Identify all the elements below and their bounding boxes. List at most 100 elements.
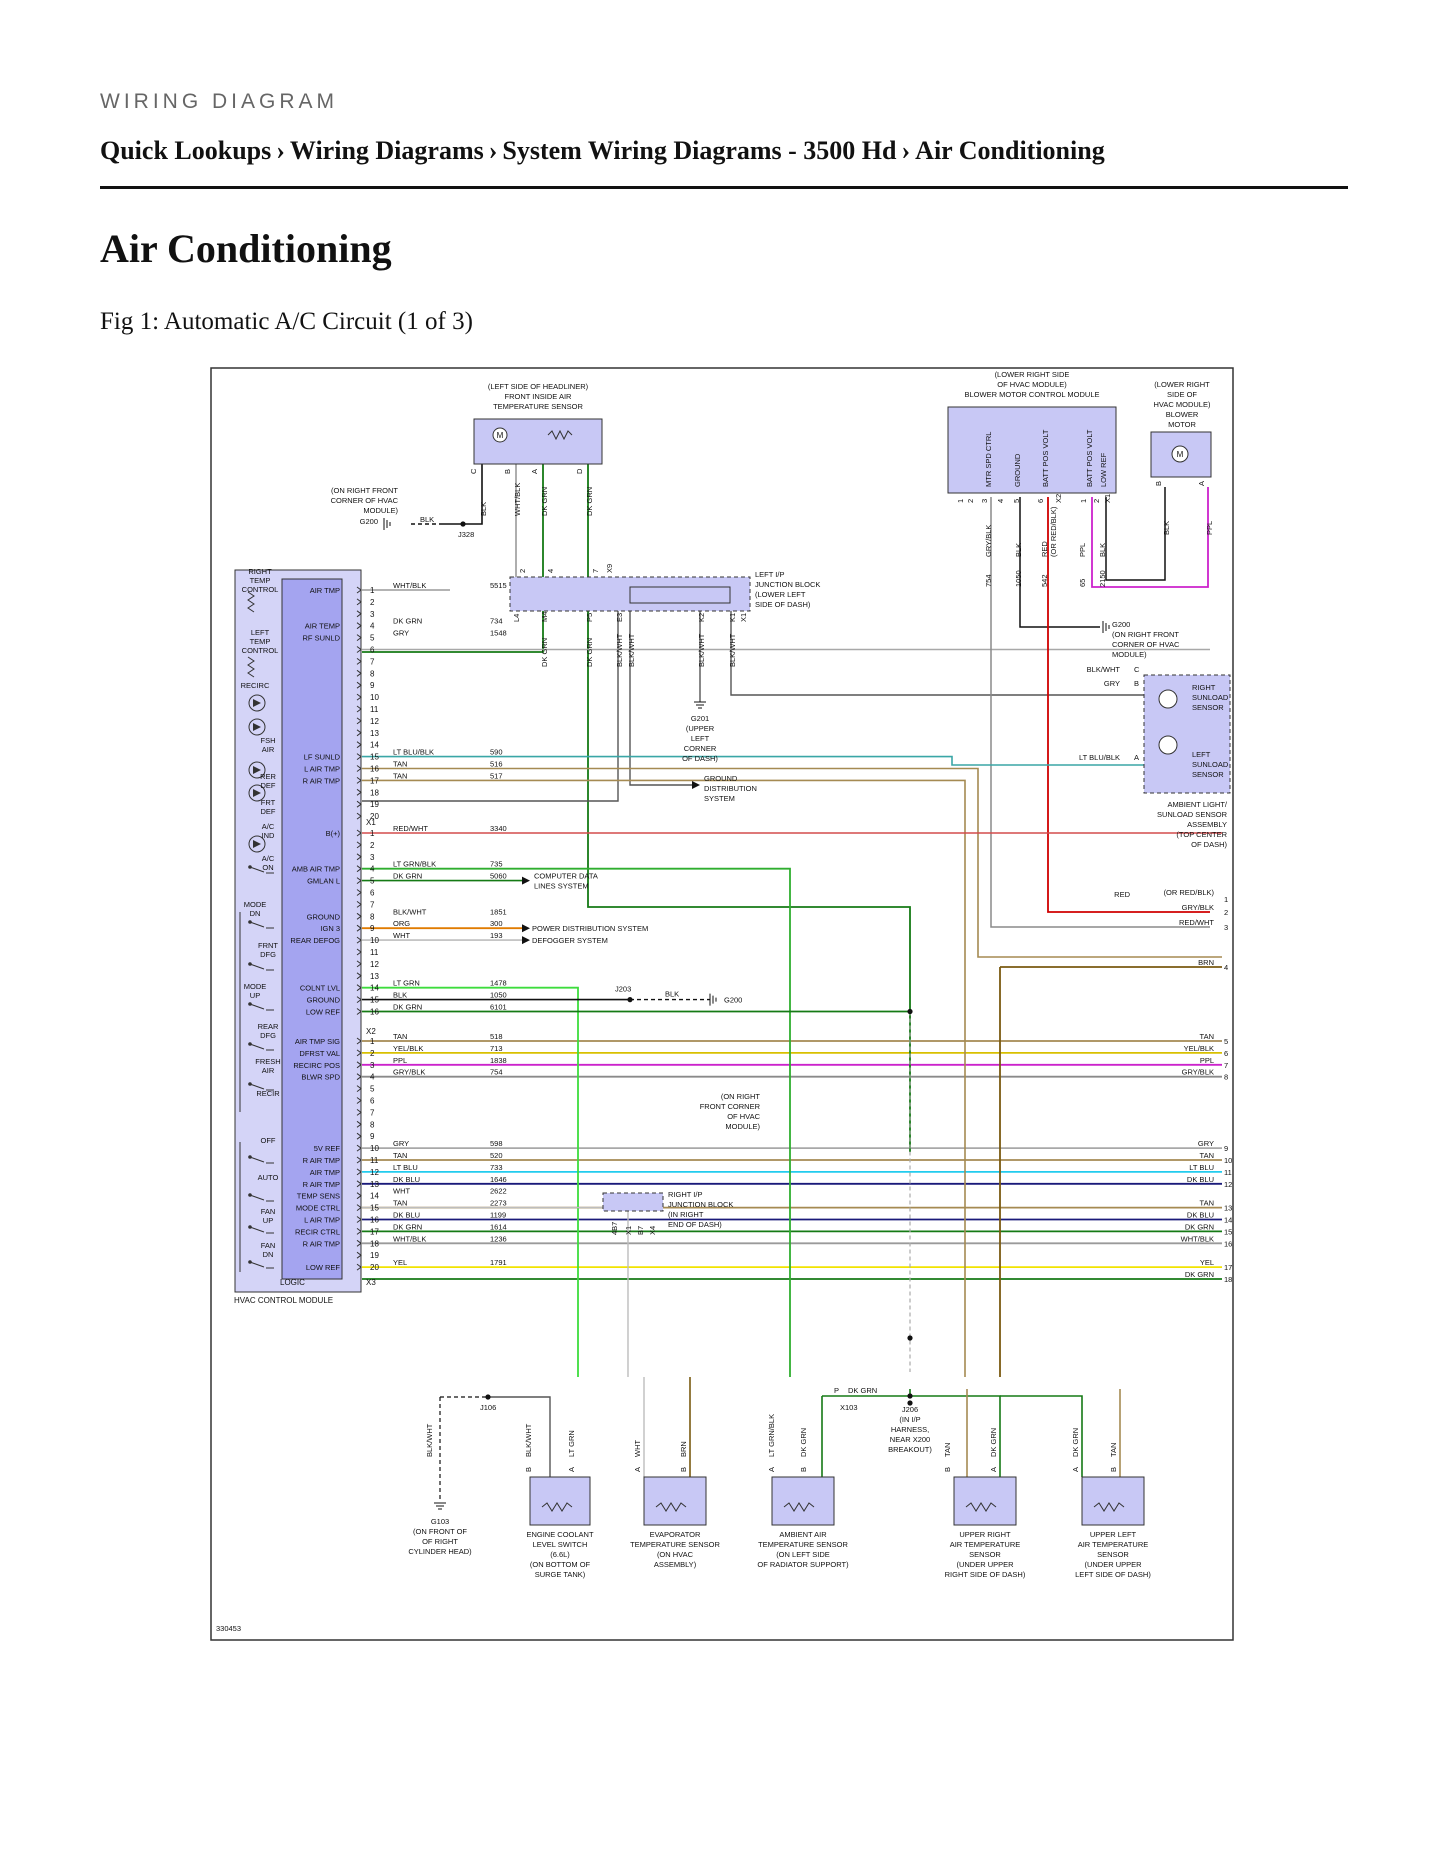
wire-color-label: DK GRN xyxy=(1185,1222,1214,1231)
pin-number: 3 xyxy=(980,499,989,503)
component-label: HVAC MODULE) xyxy=(1154,400,1211,409)
wire-color-label: RED xyxy=(1114,890,1130,899)
component-label: SYSTEM xyxy=(704,794,735,803)
pin-number: 4B7 xyxy=(610,1222,619,1235)
control-label: A/C xyxy=(262,854,275,863)
component-label: SENSOR xyxy=(969,1550,1001,1559)
ground-symbol-icon xyxy=(383,518,391,530)
breadcrumb-item-wiring-diagrams[interactable]: Wiring Diagrams xyxy=(289,136,484,165)
pin-number: 1 xyxy=(370,1037,375,1046)
pin-number: 14 xyxy=(370,984,379,993)
component-label: UPPER RIGHT xyxy=(959,1530,1011,1539)
ground-location-label: CORNER OF HVAC xyxy=(1112,640,1180,649)
wire-color-label: WHT xyxy=(393,931,410,940)
pin-chevron xyxy=(356,622,362,630)
circuit-number: 1851 xyxy=(490,907,507,916)
pin-number: 2 xyxy=(966,499,975,503)
wire-color-label: LT BLU/BLK xyxy=(393,748,434,757)
component-label: SENSOR xyxy=(1097,1550,1129,1559)
pin-chevron xyxy=(356,924,362,932)
wire-color-label: BLK/WHT xyxy=(1087,665,1121,674)
engine-coolant-switch-box xyxy=(529,1476,591,1526)
resistor-icon xyxy=(1093,1502,1125,1512)
pin-chevron xyxy=(356,1204,362,1211)
pin-number: 4 xyxy=(370,1073,375,1082)
indicator-led-icon xyxy=(248,784,266,802)
component-label: SUNLOAD xyxy=(1192,693,1229,702)
pin-number: X1 xyxy=(624,1226,633,1235)
arrow-icon xyxy=(692,781,700,789)
wire-color-label: DK GRN xyxy=(540,487,549,516)
wire-color-label: DK GRN xyxy=(799,1428,808,1457)
wire-color-label: WHT/BLK xyxy=(393,1234,426,1243)
resistor-icon xyxy=(965,1502,997,1512)
component-label: BLOWER MOTOR CONTROL MODULE xyxy=(964,390,1099,399)
wire-color-label: TAN xyxy=(1200,1032,1214,1041)
wire-color-label: DK BLU xyxy=(393,1175,420,1184)
component-label: (ON HVAC xyxy=(657,1550,694,1559)
wire-color-label: DK GRN xyxy=(585,638,594,667)
breadcrumb-item-air-conditioning[interactable]: Air Conditioning xyxy=(915,136,1105,165)
component-label: (IN I/P xyxy=(899,1415,920,1424)
pin-function-label: LOW REF xyxy=(306,1008,341,1017)
wire-color-label: RED/WHT xyxy=(393,824,428,833)
circuit-number: 1548 xyxy=(490,629,507,638)
arrow-icon xyxy=(522,924,530,933)
component-label: AIR TEMPERATURE xyxy=(950,1540,1021,1549)
pin-chevron xyxy=(356,658,362,665)
pin-number: 10 xyxy=(370,693,379,702)
pin-chevron xyxy=(356,889,362,896)
circuit-number: 2273 xyxy=(490,1199,507,1208)
pin-number: 4 xyxy=(370,622,375,631)
wire-blk-wht xyxy=(488,1396,551,1477)
pin-number: 6 xyxy=(370,646,375,655)
control-label: ON xyxy=(262,863,273,872)
wire-color-label: WHT/BLK xyxy=(513,483,522,516)
control-label: REAR xyxy=(258,1022,279,1031)
pin-number: 13 xyxy=(370,1180,379,1189)
control-label: FAN xyxy=(261,1207,276,1216)
evaporator-sensor-box xyxy=(643,1476,707,1526)
pin-function-label: BLWR SPD xyxy=(301,1073,340,1082)
wire-color-label: TAN xyxy=(393,1151,407,1160)
pin-letter: B xyxy=(524,1467,533,1472)
wire-blk xyxy=(1019,497,1100,628)
component-label: AIR TEMPERATURE xyxy=(1078,1540,1149,1549)
component-label: LEFT I/P xyxy=(755,570,784,579)
pin-number: 1 xyxy=(956,499,965,503)
component-label: TEMPERATURE SENSOR xyxy=(630,1540,720,1549)
wire-tan xyxy=(362,779,966,1377)
ground-location-label: CYLINDER HEAD) xyxy=(408,1547,472,1556)
pin-function-label: IGN 3 xyxy=(320,924,340,933)
component-label: SUNLOAD xyxy=(1192,760,1229,769)
breadcrumb-item-quick-lookups[interactable]: Quick Lookups xyxy=(100,136,272,165)
switch-icon xyxy=(249,963,274,971)
wire-color-label: YEL xyxy=(393,1258,407,1267)
ground-symbol-icon xyxy=(709,993,717,1006)
ground-location-label: OF DASH) xyxy=(682,754,718,763)
indicator-led-icon xyxy=(248,694,266,712)
pin-number: 17 xyxy=(370,776,379,785)
wire-lt-grn xyxy=(362,986,579,1377)
wire-color-label: WHT xyxy=(633,1440,642,1457)
pin-number: 2 xyxy=(370,598,375,607)
wire-color-label: DK GRN xyxy=(848,1386,877,1395)
breadcrumb-item-system-wiring[interactable]: System Wiring Diagrams - 3500 Hd xyxy=(502,136,897,165)
pin-number: 19 xyxy=(370,800,379,809)
component-label: UPPER LEFT xyxy=(1090,1530,1137,1539)
ambient-light-sunload-assembly xyxy=(1143,674,1231,794)
pin-number: 17 xyxy=(370,1227,379,1236)
wire-color-label: LT BLU xyxy=(1189,1163,1214,1172)
wire-color-label: PPL xyxy=(1205,521,1214,535)
wire-color-label: GRY/BLK xyxy=(1182,1068,1214,1077)
pin-chevron xyxy=(356,1180,362,1188)
component-label: (LOWER RIGHT SIDE xyxy=(995,370,1070,379)
pin-number: K2 xyxy=(697,613,706,622)
pin-number: 14 xyxy=(370,1192,379,1201)
component-label: (ON LEFT SIDE xyxy=(776,1550,830,1559)
continuation-number: 7 xyxy=(1224,1061,1228,1070)
pin-number: 12 xyxy=(370,717,379,726)
component-label: OF DASH) xyxy=(1191,840,1227,849)
